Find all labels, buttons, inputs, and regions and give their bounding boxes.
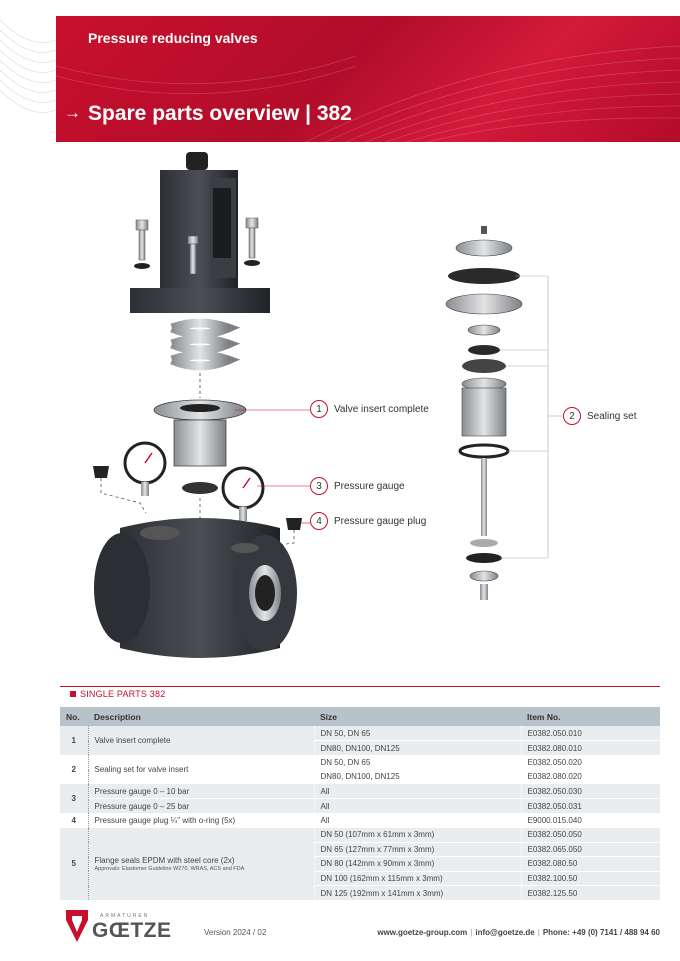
callout-number: 1 (310, 400, 328, 418)
table-row: DN 65 (127mm x 77mm x 3mm) E0382.065.050 (60, 841, 660, 857)
header-banner (56, 16, 680, 142)
footer-contact: www.goetze-group.com|info@goetze.de|Phon… (377, 928, 660, 937)
valve-body (94, 518, 297, 658)
arrow-right-icon: → (64, 103, 81, 122)
header-category: Pressure reducing valves (88, 30, 258, 46)
table-row: DN80, DN100, DN125 E0382.080.010 (60, 740, 660, 755)
header-no: No. (60, 707, 88, 726)
callout-number: 4 (310, 512, 328, 530)
table-row: 5 Flange seals EPDM with steel core (2x)… (60, 827, 660, 900)
table-row: 1 Valve insert complete DN 50, DN 65 E03… (60, 726, 660, 755)
pressure-gauge-left (123, 441, 167, 496)
callout-number: 3 (310, 477, 328, 495)
logo-subtitle: ARMATUREN (100, 913, 150, 919)
header-size: Size (314, 707, 521, 726)
table-row: DN 125 (192mm x 141mm x 3mm) E0382.125.5… (60, 885, 660, 900)
callout-valve-insert: 1 Valve insert complete (310, 400, 429, 418)
pressure-gauge-right (221, 466, 265, 521)
goetze-logo-icon (66, 910, 88, 942)
callout-pressure-gauge-plug: 4 Pressure gauge plug (310, 512, 426, 530)
exploded-valve-drawing (93, 152, 562, 658)
callout-number: 2 (563, 407, 581, 425)
table-row: 2 Sealing set for valve insert DN 50, DN… (60, 755, 660, 784)
header-item: Item No. (521, 707, 660, 726)
page-title: Spare parts overview | 382 (88, 102, 352, 125)
callout-pressure-gauge: 3 Pressure gauge (310, 477, 405, 495)
table-row: DN 100 (162mm x 115mm x 3mm) E0382.100.5… (60, 870, 660, 886)
section-divider (60, 686, 660, 687)
section-label: SINGLE PARTS 382 (70, 689, 165, 699)
spare-parts-table: No. Description Size Item No. 1 Valve in… (60, 707, 660, 900)
sealing-set-column (445, 226, 523, 600)
table-row: DN80, DN100, DN125 E0382.080.020 (60, 769, 660, 784)
logo-wordmark: GŒTZE (92, 919, 172, 942)
callout-label: Sealing set (587, 410, 637, 422)
table-header-row: No. Description Size Item No. (60, 707, 660, 726)
callout-sealing-set: 2 Sealing set (563, 407, 636, 425)
callout-label: Valve insert complete (334, 403, 429, 415)
callout-label: Pressure gauge (334, 480, 405, 492)
row-description: Flange seals EPDM with steel core (2x) (94, 855, 235, 865)
email-link[interactable]: info@goetze.de (475, 928, 535, 937)
table-row: 3 Pressure gauge 0 – 10 bar All E0382.05… (60, 784, 660, 813)
version-label: Version 2024 / 02 (204, 928, 267, 937)
table-row: DN 80 (142mm x 90mm x 3mm) E0382.080.50 (60, 856, 660, 871)
phone-number: Phone: +49 (0) 7141 / 488 94 60 (542, 928, 660, 937)
header-decoration (0, 19, 56, 113)
actuator-housing (130, 152, 270, 313)
header-description: Description (88, 707, 314, 726)
table-row: 4 Pressure gauge plug ¼" with o-ring (5x… (60, 813, 660, 828)
approval-note: Approvals: Elastomer Guideline W270, WRA… (94, 865, 245, 872)
callout-label: Pressure gauge plug (334, 515, 427, 527)
table-row: Pressure gauge 0 – 25 bar All E0382.050.… (60, 798, 660, 813)
website-link[interactable]: www.goetze-group.com (377, 928, 468, 937)
